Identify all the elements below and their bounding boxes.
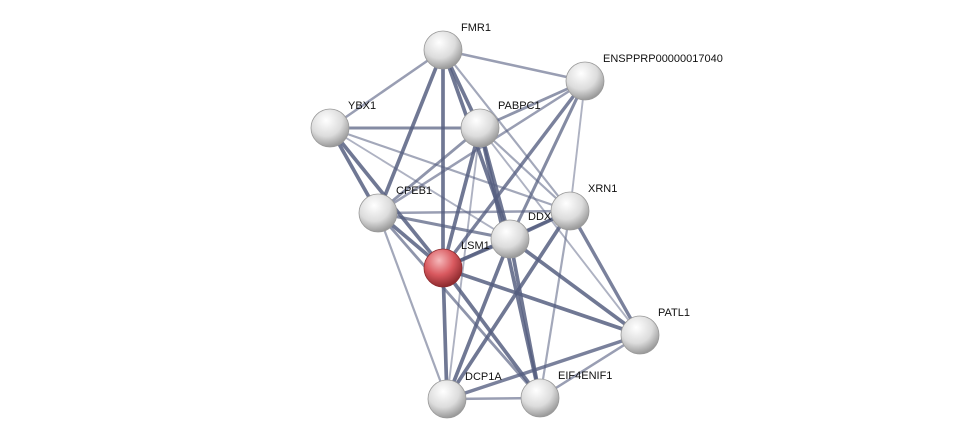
protein-node[interactable] <box>423 30 463 70</box>
protein-node[interactable] <box>310 108 350 148</box>
query-protein-node[interactable] <box>423 248 463 288</box>
edge-ddx-dcp1a[interactable] <box>445 238 512 400</box>
edge-ddx-patl1[interactable] <box>508 237 642 337</box>
node-label: DCP1A <box>465 371 502 383</box>
node-label: ENSPPRP00000017040 <box>603 53 723 65</box>
node-label: XRN1 <box>588 183 617 195</box>
node-label: LSM1 <box>461 240 490 252</box>
protein-node[interactable] <box>520 378 560 418</box>
node-label: PABPC1 <box>498 100 541 112</box>
node-ybx1[interactable]: YBX1 <box>310 100 376 148</box>
edge-cpeb1-xrn1[interactable] <box>377 209 571 215</box>
edge-fmr1-cpeb1[interactable] <box>376 49 445 214</box>
node-label: PATL1 <box>658 307 690 319</box>
node-ens[interactable]: ENSPPRP00000017040 <box>565 53 723 101</box>
edge-cpeb1-ddx[interactable] <box>377 211 511 241</box>
edge-fmr1-ybx1[interactable] <box>329 48 444 130</box>
edge-ens-xrn1[interactable] <box>569 80 586 212</box>
node-xrn1[interactable]: XRN1 <box>550 183 617 231</box>
protein-node[interactable] <box>460 108 500 148</box>
edge-patl1-dcp1a[interactable] <box>446 333 641 401</box>
edge-lsm1-patl1[interactable] <box>442 266 641 337</box>
node-label: EIF4ENIF1 <box>558 370 612 382</box>
node-dcp1a[interactable]: DCP1A <box>427 371 502 419</box>
edge-pabpc1-patl1[interactable] <box>479 127 641 336</box>
edge-patl1-eif4enif1[interactable] <box>539 333 641 400</box>
node-cpeb1[interactable]: CPEB1 <box>358 185 432 233</box>
edge-fmr1-ens[interactable] <box>442 48 586 83</box>
node-patl1[interactable]: PATL1 <box>620 307 690 355</box>
edge-cpeb1-dcp1a[interactable] <box>376 212 449 400</box>
node-label: YBX1 <box>348 100 376 112</box>
edge-ens-lsm1[interactable] <box>441 79 587 270</box>
node-lsm1[interactable]: LSM1 <box>423 240 490 288</box>
edge-pabpc1-cpeb1[interactable] <box>377 126 481 215</box>
edge-xrn1-patl1[interactable] <box>568 210 642 336</box>
protein-node[interactable] <box>427 379 467 419</box>
protein-node[interactable] <box>490 219 530 259</box>
node-label: DDX <box>528 211 552 223</box>
edge-cpeb1-eif4enif1[interactable] <box>376 212 542 399</box>
protein-node[interactable] <box>550 191 590 231</box>
node-pabpc1[interactable]: PABPC1 <box>460 100 541 148</box>
protein-node[interactable] <box>620 315 660 355</box>
protein-node[interactable] <box>565 61 605 101</box>
node-eif4enif1[interactable]: EIF4ENIF1 <box>520 370 612 418</box>
node-fmr1[interactable]: FMR1 <box>423 22 491 70</box>
edge-pabpc1-xrn1[interactable] <box>479 127 571 212</box>
protein-node[interactable] <box>358 193 398 233</box>
edge-xrn1-dcp1a[interactable] <box>445 209 572 401</box>
node-label: FMR1 <box>461 22 491 34</box>
node-ddx[interactable]: DDX <box>490 211 552 259</box>
edge-lsm1-dcp1a[interactable] <box>441 267 449 400</box>
edge-pabpc1-dcp1a[interactable] <box>446 127 481 400</box>
node-label: CPEB1 <box>396 185 432 197</box>
